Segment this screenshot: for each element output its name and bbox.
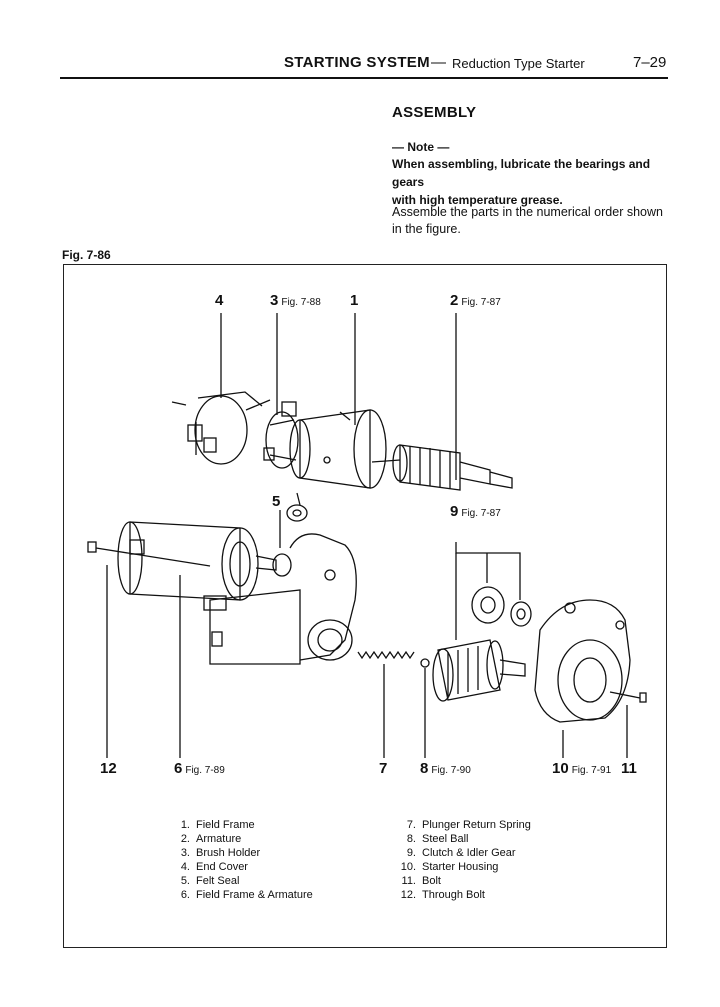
callout-4: 4 <box>215 292 224 309</box>
starter-housing-drawing <box>534 599 631 723</box>
callout-10-ref: Fig. 7-91 <box>571 765 612 776</box>
plunger-spring-drawing <box>357 650 415 660</box>
legend-item: 11.Bolt <box>401 875 441 887</box>
header-subtitle: Reduction Type Starter <box>452 56 585 71</box>
felt-seal-drawing <box>286 492 308 522</box>
instruction-text: Assemble the parts in the numerical orde… <box>392 204 677 238</box>
note-line-2: with high temperature grease. <box>392 193 563 207</box>
leader-line-9-bracket <box>455 542 521 600</box>
callout-3-ref: Fig. 7-88 <box>281 297 321 308</box>
brush-holder-drawing <box>263 401 299 469</box>
callout-12: 12 <box>100 760 117 777</box>
header-rule <box>60 77 668 79</box>
legend-item: 2.Armature <box>180 833 242 845</box>
legend-item: 5.Felt Seal <box>180 875 240 887</box>
legend-item: 8.Steel Ball <box>406 833 469 845</box>
legend-item: 9.Clutch & Idler Gear <box>406 847 516 859</box>
note-line-1: When assembling, lubricate the bearings … <box>392 157 651 189</box>
legend-right: 7.Plunger Return Spring 8.Steel Ball 9.C… <box>396 818 596 902</box>
instruction-line-2: in the figure. <box>392 222 461 236</box>
legend-item: 12.Through Bolt <box>400 889 485 901</box>
legend-item: 7.Plunger Return Spring <box>406 819 531 831</box>
callout-9-ref: Fig. 7-87 <box>461 508 501 519</box>
steel-ball-drawing <box>420 658 430 668</box>
field-frame-drawing <box>289 409 387 489</box>
legend-left: 1.Field Frame 2.Armature 3.Brush Holder … <box>170 818 370 902</box>
end-cover-drawing <box>171 391 271 465</box>
through-bolt-drawing <box>87 541 211 567</box>
clutch-idler-gear-drawing <box>432 586 532 702</box>
legend-item: 1.Field Frame <box>180 819 255 831</box>
field-frame-armature-drawing <box>117 521 292 601</box>
header-dash: — <box>431 54 446 71</box>
legend-item: 3.Brush Holder <box>180 847 261 859</box>
note-heading: — Note — <box>392 140 450 154</box>
page-number: 7–29 <box>633 54 667 71</box>
armature-drawing <box>371 444 513 491</box>
callout-11: 11 <box>621 760 637 777</box>
legend-item: 4.End Cover <box>180 861 248 873</box>
page-header: STARTING SYSTEM — Reduction Type Starter… <box>60 54 668 76</box>
callout-8-ref: Fig. 7-90 <box>431 765 471 776</box>
callout-2-ref: Fig. 7-87 <box>461 297 501 308</box>
solenoid-housing-drawing <box>203 533 357 665</box>
bolt-drawing <box>609 691 647 703</box>
callout-6-ref: Fig. 7-89 <box>185 765 225 776</box>
legend-item: 10.Starter Housing <box>400 861 499 873</box>
note-body: When assembling, lubricate the bearings … <box>392 155 677 209</box>
callout-7: 7 <box>379 760 388 777</box>
figure-frame <box>63 264 667 948</box>
section-title: ASSEMBLY <box>392 104 477 121</box>
header-title: STARTING SYSTEM <box>284 54 430 71</box>
legend-item: 6.Field Frame & Armature <box>180 889 313 901</box>
instruction-line-1: Assemble the parts in the numerical orde… <box>392 205 663 219</box>
figure-label: Fig. 7-86 <box>62 248 111 262</box>
callout-5: 5 <box>272 493 281 510</box>
callout-1: 1 <box>350 292 359 309</box>
